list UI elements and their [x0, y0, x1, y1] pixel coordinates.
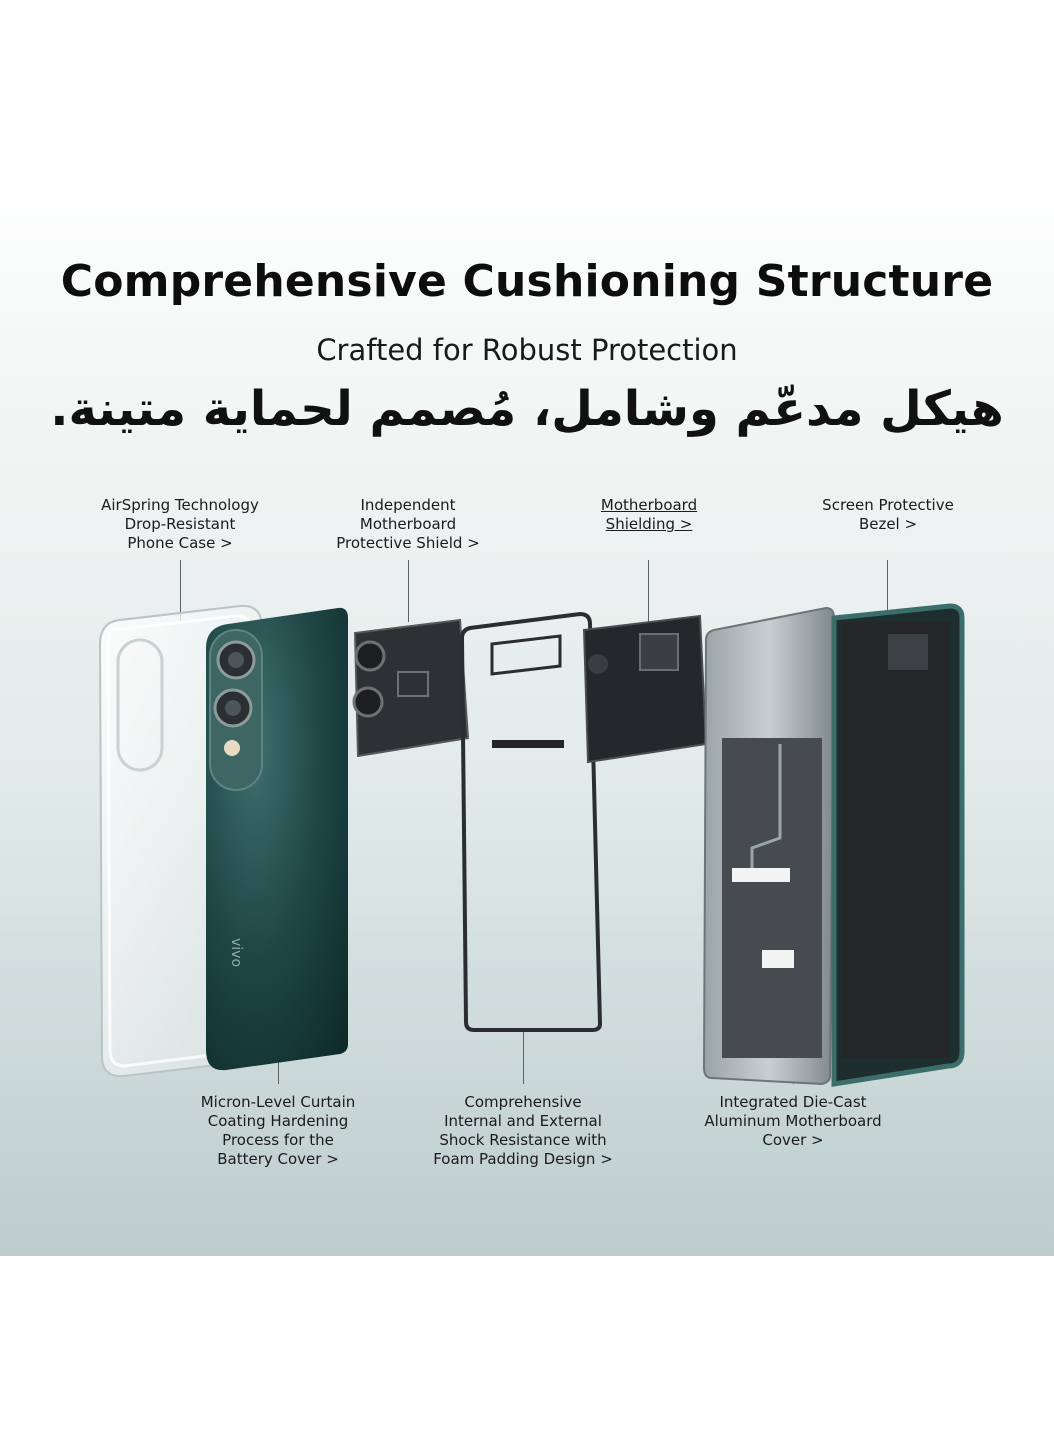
callout-line: Protective Shield >: [336, 534, 480, 552]
motherboard-shielding-part: [582, 614, 708, 764]
callout-line: Comprehensive: [464, 1093, 582, 1111]
leader-line-screen-bezel: [887, 560, 888, 622]
callout-foam-padding[interactable]: Comprehensive Internal and External Shoc…: [413, 1093, 633, 1169]
page-title: Comprehensive Cushioning Structure: [60, 256, 994, 307]
foam-padding-frame: [459, 611, 603, 1032]
callout-line: Independent: [360, 496, 456, 514]
exploded-phone-illustration: vivo: [98, 603, 965, 1087]
callout-line: Foam Padding Design >: [433, 1150, 613, 1168]
callout-line: Screen Protective: [822, 496, 954, 514]
callout-screen-protective-bezel[interactable]: Screen Protective Bezel >: [798, 496, 978, 534]
leader-line-phone-case: [180, 560, 181, 622]
callout-line: Shock Resistance with: [439, 1131, 607, 1149]
callout-die-cast-cover[interactable]: Integrated Die-Cast Aluminum Motherboard…: [683, 1093, 903, 1150]
leader-line-foam-padding: [523, 1030, 524, 1084]
leader-line-protective-shield: [408, 560, 409, 622]
callout-phone-case[interactable]: AirSpring Technology Drop-Resistant Phon…: [80, 496, 280, 553]
callout-line: Coating Hardening: [207, 1112, 349, 1130]
callout-line: Cover >: [762, 1131, 824, 1149]
brand-mark: vivo: [228, 938, 244, 967]
callout-line: Phone Case >: [127, 534, 233, 552]
callout-motherboard-protective-shield[interactable]: Independent Motherboard Protective Shiel…: [318, 496, 498, 553]
callout-line: Bezel >: [858, 515, 918, 533]
page-subtitle: Crafted for Robust Protection: [316, 333, 738, 367]
callout-line: Drop-Resistant: [124, 515, 236, 533]
product-panel: Comprehensive Cushioning Structure Craft…: [0, 178, 1054, 1256]
callout-line: AirSpring Technology: [101, 496, 259, 514]
battery-cover: vivo: [206, 607, 348, 1071]
callout-line: Process for the: [222, 1131, 334, 1149]
leader-line-motherboard-shielding: [648, 560, 649, 622]
callout-line: Shielding >: [605, 515, 693, 533]
callout-line: Aluminum Motherboard: [704, 1112, 882, 1130]
callout-line: Motherboard: [359, 515, 457, 533]
callout-line: Integrated Die-Cast: [719, 1093, 867, 1111]
callout-line: Motherboard: [600, 496, 698, 514]
callout-motherboard-shielding[interactable]: Motherboard Shielding >: [569, 496, 729, 534]
callout-line: Battery Cover >: [217, 1150, 339, 1168]
motherboard-shield: [352, 618, 470, 758]
callout-battery-cover-coating[interactable]: Micron-Level Curtain Coating Hardening P…: [178, 1093, 378, 1169]
arabic-title: هيكل مدعّم وشامل، مُصمم لحماية متينة.: [50, 381, 1004, 437]
die-cast-midframe: [702, 606, 836, 1086]
screen-assembly: [831, 603, 965, 1087]
callout-line: Internal and External: [444, 1112, 602, 1130]
callout-line: Micron-Level Curtain: [200, 1093, 356, 1111]
